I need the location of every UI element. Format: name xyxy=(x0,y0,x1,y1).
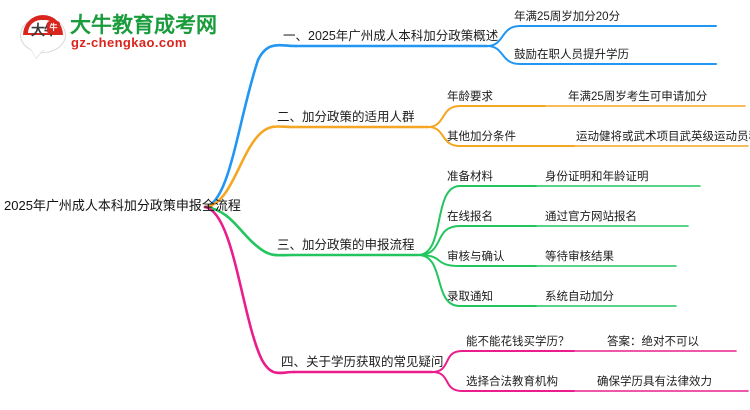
mindmap-branch-4-child-2-leaf-1[interactable]: 确保学历具有法律效力 xyxy=(597,376,712,389)
mindmap-branch-3-child-4[interactable]: 录取通知 xyxy=(447,291,493,304)
mindmap-branch-3-child-4-leaf-1[interactable]: 系统自动加分 xyxy=(545,291,614,304)
mindmap-branch-2-child-1-leaf-1-label: 年满25周岁考生可申请加分 xyxy=(568,91,708,103)
connector-root-branch4 xyxy=(203,205,296,375)
mindmap-branch-3-label: 三、加分政策的申报流程 xyxy=(277,238,415,252)
mindmap-branch-4[interactable]: 四、关于学历获取的常见疑问 xyxy=(281,355,444,370)
mindmap-branch-4-child-1-leaf-1[interactable]: 答案：绝对不可以 xyxy=(607,336,699,349)
mindmap-branch-1-child-1[interactable]: 年满25周岁加分20分 xyxy=(514,11,620,24)
mindmap-branch-1-child-1-label: 年满25周岁加分20分 xyxy=(514,11,621,23)
mindmap-branch-2-child-1-leaf-1[interactable]: 年满25周岁考生可申请加分 xyxy=(568,91,707,104)
mindmap-branch-2-label: 二、加分政策的适用人群 xyxy=(277,110,415,124)
connector-branch2-child1 xyxy=(427,105,546,128)
logo-mark-icon: 大牛 牛 xyxy=(20,10,66,58)
mindmap-branch-3-child-3-leaf-1[interactable]: 等待审核结果 xyxy=(545,251,614,264)
mindmap-branch-4-child-2[interactable]: 选择合法教育机构 xyxy=(466,376,558,389)
connector-branch4-child1 xyxy=(431,350,575,373)
logo-subtitle-url: gz-chengkao.com xyxy=(71,35,187,50)
connector-branch3-child1 xyxy=(417,185,537,256)
mindmap-branch-3-child-3-label: 审核与确认 xyxy=(447,251,505,263)
mindmap-branch-1-child-2[interactable]: 鼓励在职人员提升学历 xyxy=(514,49,629,62)
mindmap-branch-3-child-2-leaf-1-label: 通过官方网站报名 xyxy=(545,211,637,223)
mindmap-branch-4-child-1[interactable]: 能不能花钱买学历？ xyxy=(466,336,570,349)
mindmap-branch-2[interactable]: 二、加分政策的适用人群 xyxy=(277,110,415,125)
mindmap-branch-1-label: 一、2025年广州成人本科加分政策概述 xyxy=(283,29,499,43)
connector-branch1-child2 xyxy=(486,45,717,65)
mindmap-branch-3-child-2[interactable]: 在线报名 xyxy=(447,211,493,224)
mindmap-branch-3-child-4-label: 录取通知 xyxy=(447,291,493,303)
mindmap-branch-2-child-2-leaf-1[interactable]: 运动健将或武术项目武英级运动员称号 xyxy=(576,131,750,144)
speech-bubble-tail xyxy=(31,49,44,58)
mindmap-branch-4-child-2-label: 选择合法教育机构 xyxy=(466,376,558,388)
mindmap-branch-3-child-3-leaf-1-label: 等待审核结果 xyxy=(545,251,614,263)
mindmap-branch-1-child-2-label: 鼓励在职人员提升学历 xyxy=(514,49,629,61)
connector-branch2-child2 xyxy=(427,126,575,147)
connector-branch3-child4 xyxy=(417,254,537,307)
mindmap-branch-3-child-1-leaf-1[interactable]: 身份证明和年龄证明 xyxy=(545,171,649,184)
mindmap-branch-2-child-2[interactable]: 其他加分条件 xyxy=(447,131,516,144)
connector-root-branch2 xyxy=(203,125,294,209)
mindmap-branch-2-child-1[interactable]: 年龄要求 xyxy=(447,91,493,104)
mindmap-branch-4-child-1-label: 能不能花钱买学历？ xyxy=(466,336,570,348)
mindmap-branch-3-child-1-leaf-1-label: 身份证明和年龄证明 xyxy=(545,171,649,183)
mindmap-branch-3-child-4-leaf-1-label: 系统自动加分 xyxy=(545,291,614,303)
logo-title: 大牛教育成考网 xyxy=(70,14,217,37)
mindmap-branch-3-child-1[interactable]: 准备材料 xyxy=(447,171,493,184)
mindmap-root-label: 2025年广州成人本科加分政策申报全流程 xyxy=(4,198,241,213)
mindmap-branch-1[interactable]: 一、2025年广州成人本科加分政策概述 xyxy=(283,29,499,44)
mindmap-branch-3[interactable]: 三、加分政策的申报流程 xyxy=(277,238,415,253)
connector-branch4-child2 xyxy=(431,371,575,392)
mindmap-branch-3-child-2-label: 在线报名 xyxy=(447,211,493,223)
logo-badge: 牛 xyxy=(47,21,60,34)
connector-branch3-child2 xyxy=(417,225,537,256)
mindmap-branch-3-child-2-leaf-1[interactable]: 通过官方网站报名 xyxy=(545,211,637,224)
mindmap-branch-2-child-2-label: 其他加分条件 xyxy=(447,131,516,143)
mindmap-root-node[interactable]: 2025年广州成人本科加分政策申报全流程 xyxy=(4,198,241,213)
connector-branch1-child1 xyxy=(486,25,717,47)
site-logo: 大牛 牛 大牛教育成考网 gz-chengkao.com xyxy=(8,6,217,58)
mindmap-branch-2-child-1-label: 年龄要求 xyxy=(447,91,493,103)
mindmap-branch-4-label: 四、关于学历获取的常见疑问 xyxy=(281,355,444,369)
mindmap-branch-3-child-3[interactable]: 审核与确认 xyxy=(447,251,505,264)
connector-root-branch1 xyxy=(203,43,298,209)
mindmap-branch-2-child-2-leaf-1-label: 运动健将或武术项目武英级运动员称号 xyxy=(576,131,750,143)
mindmap-branch-4-child-1-leaf-1-label: 答案：绝对不可以 xyxy=(607,336,699,348)
mindmap-branch-3-child-1-label: 准备材料 xyxy=(447,171,493,183)
connector-branch3-child3 xyxy=(417,254,537,267)
mindmap-branch-4-child-2-leaf-1-label: 确保学历具有法律效力 xyxy=(597,376,712,388)
connector-root-branch3 xyxy=(203,205,294,257)
